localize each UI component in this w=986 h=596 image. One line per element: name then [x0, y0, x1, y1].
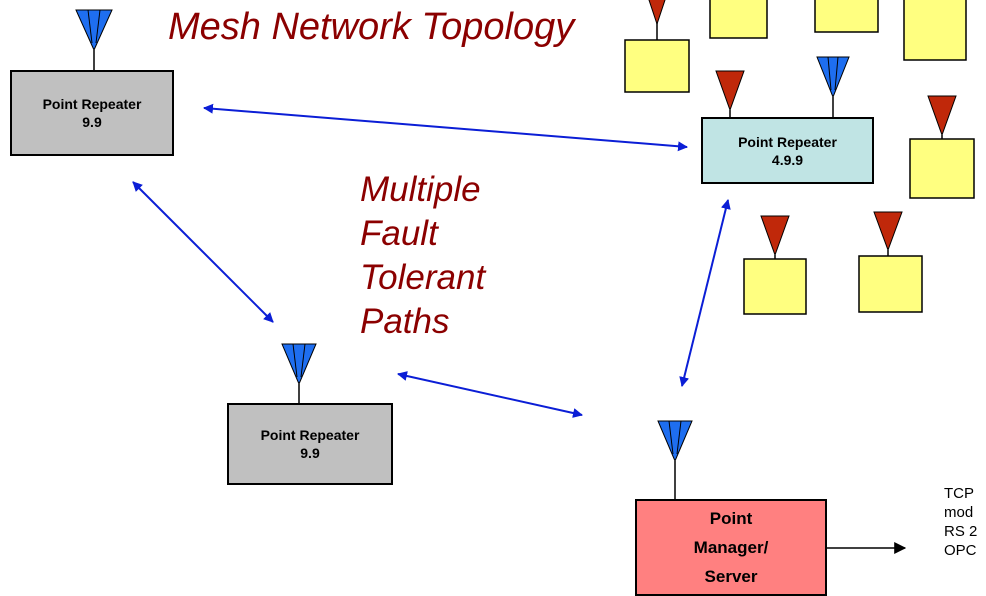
output-label: OPC — [944, 542, 977, 559]
blue-antenna-icon — [657, 420, 693, 499]
output-label: TCP — [944, 485, 974, 502]
end-device — [814, 0, 879, 33]
repeater-antennas — [75, 9, 850, 499]
blue-antenna-icon — [75, 9, 113, 80]
node-label: Point Repeater — [42, 96, 142, 112]
link-top-left-to-bottom-left — [132, 181, 274, 323]
node-label: Point Repeater — [738, 133, 837, 150]
manager-server-node[interactable]: Point Manager/ Server — [635, 499, 827, 596]
red-antenna-icon — [760, 215, 790, 257]
red-antenna-icon — [648, 0, 666, 26]
output-label: mod — [944, 504, 974, 521]
link-top-right-to-manager — [679, 199, 731, 387]
diagram-title: Mesh Network Topology — [168, 6, 575, 48]
node-label: Point — [709, 509, 753, 528]
red-antenna-icon — [873, 211, 903, 252]
blue-antenna-icon — [816, 56, 850, 117]
end-device — [909, 95, 975, 199]
node-label: 4.9.9 — [771, 151, 804, 168]
node-label: Server — [704, 567, 758, 586]
annotation-line: Paths — [360, 302, 450, 341]
mesh-links — [132, 103, 731, 418]
repeater-node-top-right[interactable]: Point Repeater 4.9.9 — [701, 117, 874, 184]
fault-tolerant-paths-label: Multiple Fault Tolerant Paths — [360, 168, 485, 344]
annotation-line: Fault — [360, 214, 438, 253]
end-device — [715, 70, 745, 118]
red-antenna-icon — [715, 70, 745, 112]
end-device — [743, 215, 807, 315]
repeater-node-top-left[interactable]: Point Repeater 9.9 — [10, 70, 174, 156]
end-device — [858, 211, 923, 313]
repeater-node-bottom-left[interactable]: Point Repeater 9.9 — [227, 403, 393, 485]
end-device — [624, 0, 690, 93]
node-label: 9.9 — [82, 114, 102, 130]
node-label: Point Repeater — [260, 427, 360, 443]
link-top-left-to-top-right — [203, 103, 688, 152]
node-label: 9.9 — [300, 445, 320, 461]
annotation-line: Tolerant — [360, 258, 486, 297]
end-device — [903, 0, 967, 61]
output-label: RS 2 — [944, 523, 978, 540]
annotation-line: Multiple — [360, 170, 481, 209]
output-protocols: TCP mod RS 2 OPC — [944, 484, 977, 560]
red-antenna-icon — [927, 95, 957, 137]
end-devices — [624, 0, 975, 315]
node-label: Manager/ — [693, 538, 769, 557]
link-bottom-left-to-manager — [397, 371, 583, 418]
blue-antenna-icon — [281, 343, 317, 404]
end-device — [709, 0, 768, 39]
